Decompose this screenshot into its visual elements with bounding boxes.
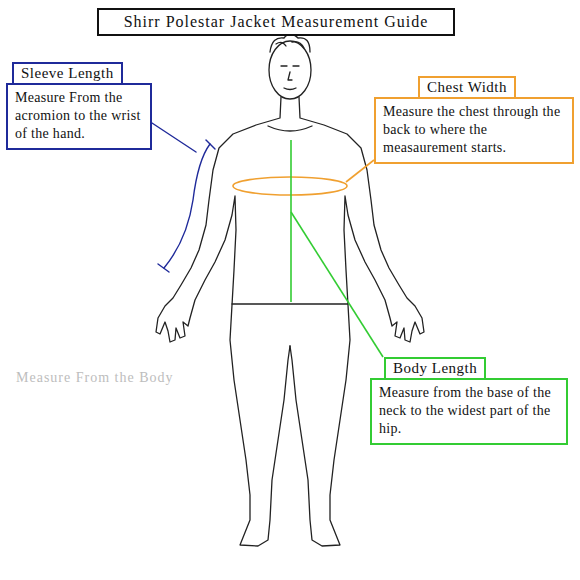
title-box: Shirr Polestar Jacket Measurement Guide <box>97 8 455 36</box>
callout-heading: Body Length <box>384 357 486 380</box>
callout-text: Measure From the acromion to the wrist o… <box>6 83 152 150</box>
callout-box: Body LengthMeasure from the base of the … <box>370 357 568 445</box>
callout-heading: Chest Width <box>418 76 516 99</box>
callout-heading: Sleeve Length <box>12 62 123 85</box>
callout-text: Measure from the base of the neck to the… <box>370 378 568 445</box>
callout-box: Sleeve LengthMeasure From the acromion t… <box>6 62 152 150</box>
callout-box: Chest WidthMeasure the chest through the… <box>374 76 574 164</box>
callout-text: Measure the chest through the back to wh… <box>374 97 574 164</box>
watermark-text: Measure From the Body <box>16 370 173 386</box>
